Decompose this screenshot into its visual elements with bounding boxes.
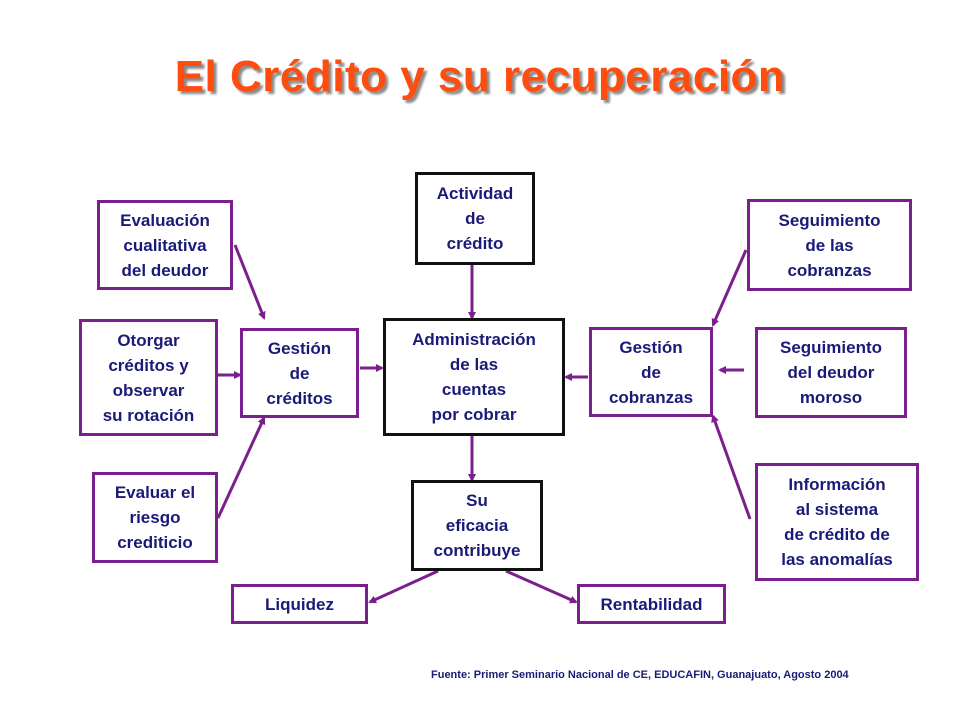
box-evaluar-riesgo: Evaluar el riesgo crediticio — [92, 472, 218, 563]
arrow-eficacia-to-rentabilidad — [505, 569, 578, 604]
arrow-evaluacion-to-gestion-creditos — [233, 244, 266, 320]
box-gestion-creditos: Gestión de créditos — [240, 328, 359, 418]
box-rentabilidad: Rentabilidad — [577, 584, 726, 624]
source-note: Fuente: Primer Seminario Nacional de CE,… — [431, 669, 849, 681]
box-informacion-sistema: Información al sistema de crédito de las… — [755, 463, 919, 581]
arrow-evaluar-to-gestion-creditos — [216, 416, 266, 519]
box-actividad-credito: Actividad de crédito — [415, 172, 535, 265]
box-evaluacion-cualitativa: Evaluación cualitativa del deudor — [97, 200, 233, 290]
page-title: El Crédito y su recuperación — [174, 52, 786, 101]
box-seguimiento-cobranzas: Seguimiento de las cobranzas — [747, 199, 912, 291]
box-su-eficacia: Su eficacia contribuye — [411, 480, 543, 571]
box-otorgar-creditos: Otorgar créditos y observar su rotación — [79, 319, 218, 436]
box-liquidez: Liquidez — [231, 584, 368, 624]
box-gestion-cobranzas: Gestión de cobranzas — [589, 327, 713, 417]
box-administracion-cuentas: Administración de las cuentas por cobrar — [383, 318, 565, 436]
arrow-eficacia-to-liquidez — [368, 569, 439, 604]
arrow-seguimiento-cobranzas-to-gestion-cobranzas — [711, 249, 748, 327]
arrow-informacion-to-gestion-cobranzas — [711, 414, 752, 520]
box-seguimiento-deudor: Seguimiento del deudor moroso — [755, 327, 907, 418]
